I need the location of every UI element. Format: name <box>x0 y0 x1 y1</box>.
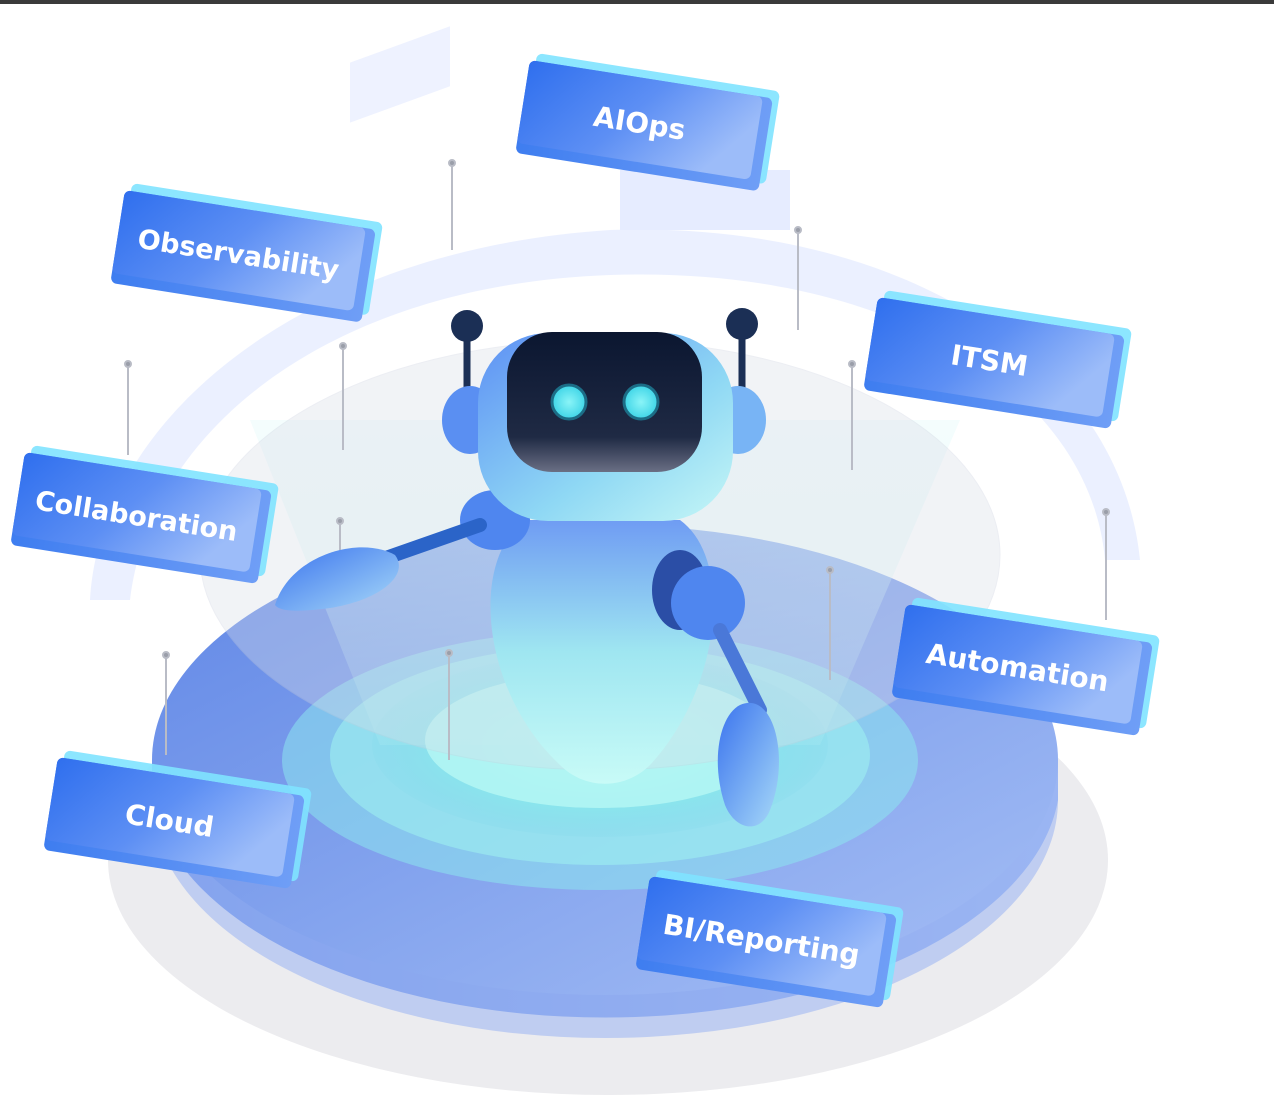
robot-arm-left <box>373 518 487 567</box>
window-top-border <box>0 0 1274 4</box>
robot-eye-right <box>622 383 660 421</box>
background-arc <box>90 229 1140 600</box>
robot-antenna-tip-left <box>451 310 483 342</box>
robot-hand-right <box>717 702 779 827</box>
robot-forearm-right <box>713 623 767 717</box>
tag-aiops: AIOps <box>516 53 780 191</box>
tag-itsm: ITSM <box>864 290 1132 429</box>
background-panel <box>350 26 450 123</box>
tag-automation: Automation <box>892 597 1160 736</box>
connector-pins <box>124 159 1110 760</box>
robot <box>275 308 779 827</box>
tag-bi-reporting: BI/Reporting <box>636 869 904 1008</box>
tag-collaboration: Collaboration <box>11 445 279 584</box>
tag-cloud: Cloud <box>44 750 312 889</box>
robot-elbow-right <box>671 566 745 640</box>
robot-face-screen <box>507 332 702 472</box>
tag-observability: Observability <box>111 183 383 322</box>
robot-antenna-tip-right <box>726 308 758 340</box>
robot-hand-left <box>275 547 399 611</box>
robot-eye-left <box>550 383 588 421</box>
